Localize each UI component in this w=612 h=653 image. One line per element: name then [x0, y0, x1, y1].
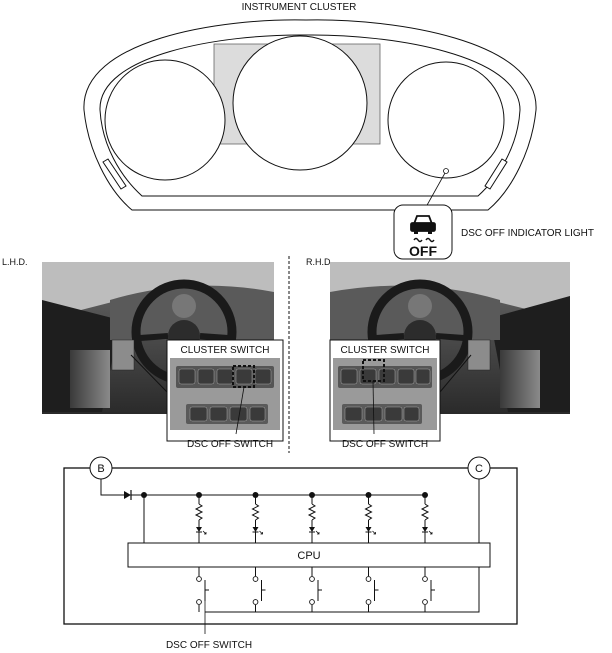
lhd-cluster-switch-inset: CLUSTER SWITCH DSC OFF SWITCH [166, 339, 284, 450]
channel-led [365, 527, 372, 532]
lhd-door-panel [70, 350, 110, 408]
channel-resistor [251, 503, 260, 521]
lhd-gauge-hint [172, 294, 196, 318]
indicator-off-text: OFF [409, 243, 437, 259]
skidding-car-icon [410, 215, 436, 243]
rhd-dsc-off-switch-label: DSC OFF SWITCH [342, 439, 428, 450]
rhd-label: R.H.D. [306, 257, 333, 267]
rhd-cluster-switch-inset: CLUSTER SWITCH DSC OFF SWITCH [329, 339, 441, 450]
terminal-b-label: B [97, 463, 104, 475]
cluster-inner-outline [99, 34, 521, 197]
channel-led [196, 527, 202, 532]
channel-resistor [364, 503, 373, 521]
switch-channel-2 [251, 492, 266, 612]
lhd-cluster-switch-label: CLUSTER SWITCH [181, 345, 270, 356]
lhd-switch-buttons [178, 368, 272, 422]
right-gauge [387, 61, 505, 179]
indicator-leader-line [425, 172, 446, 208]
dsc-off-indicator-callout: OFF DSC OFF INDICATOR LIGHT [393, 204, 594, 260]
channel-led [422, 527, 428, 532]
terminal-b-feed-wire [100, 479, 124, 496]
lhd-dsc-off-switch-label: DSC OFF SWITCH [187, 439, 273, 450]
lhd-callout-leader [130, 354, 168, 393]
center-gauge [232, 35, 368, 171]
switch-channel-1 [194, 492, 209, 612]
channel-led-arrow [428, 530, 433, 535]
instrument-cluster: INSTRUMENT CLUSTER [83, 2, 537, 211]
channel-led-arrow [259, 530, 263, 535]
indicator-position-dot [443, 168, 449, 174]
rhd-door-panel [500, 350, 540, 408]
terminal-c-ground-wire [205, 479, 480, 613]
lhd-dsc-switch-highlight [232, 365, 255, 388]
left-side-slot [102, 158, 127, 190]
channel-switch-contact [365, 576, 372, 582]
channel-led-arrow [372, 530, 376, 535]
channel-led-arrow [315, 530, 320, 535]
instrument-cluster-label: INSTRUMENT CLUSTER [242, 2, 357, 13]
rhd-cluster-switch-label: CLUSTER SWITCH [341, 345, 430, 356]
rhd-cockpit: R.H.D. [306, 257, 570, 414]
channel-led [252, 527, 259, 532]
rhd-dsc-switch-leader [372, 380, 375, 435]
circuit-dsc-off-switch-label: DSC OFF SWITCH [166, 640, 252, 651]
indicator-callout-box [393, 204, 453, 260]
supply-diode [124, 490, 132, 500]
cpu-block [127, 542, 491, 568]
right-side-slot [484, 158, 508, 190]
rhd-switch-hint [467, 339, 491, 371]
channel-resistor [420, 503, 430, 521]
left-gauge [104, 59, 226, 181]
circuit-outer-frame [63, 467, 518, 625]
lhd-switch-hint [111, 339, 135, 371]
lhd-dsc-switch-leader [235, 386, 245, 435]
channel-switch-contact [252, 576, 259, 582]
channel-switch-contact [252, 599, 259, 605]
channel-switch-contact [365, 599, 372, 605]
channel-switch-contact [422, 576, 428, 582]
channel-led-arrow [202, 530, 207, 535]
switch-channels [194, 492, 435, 612]
cpu-label: CPU [297, 550, 320, 562]
lhd-label: L.H.D. [2, 257, 28, 267]
rhd-dsc-switch-highlight [362, 359, 385, 382]
channel-switch-contact [422, 599, 428, 605]
terminal-c-label: C [475, 463, 483, 475]
channel-switch-contact [196, 599, 202, 605]
channel-switch-contact [309, 576, 315, 582]
switch-channel-5 [420, 492, 435, 612]
cluster-outer-outline [83, 19, 537, 211]
channel-resistor [307, 503, 317, 521]
dsc-off-indicator-light-label: DSC OFF INDICATOR LIGHT [461, 228, 594, 239]
switch-channel-4 [364, 492, 379, 612]
switch-channel-3 [307, 492, 322, 612]
rhd-gauge-hint [408, 294, 432, 318]
cluster-switch-circuit: B C CPU DSC OFF SWITCH [63, 456, 518, 651]
rhd-callout-leader [439, 354, 472, 393]
channel-resistor [194, 503, 204, 521]
channel-led [309, 527, 315, 532]
channel-switch-contact [309, 599, 315, 605]
channel-switch-contact [196, 576, 202, 582]
